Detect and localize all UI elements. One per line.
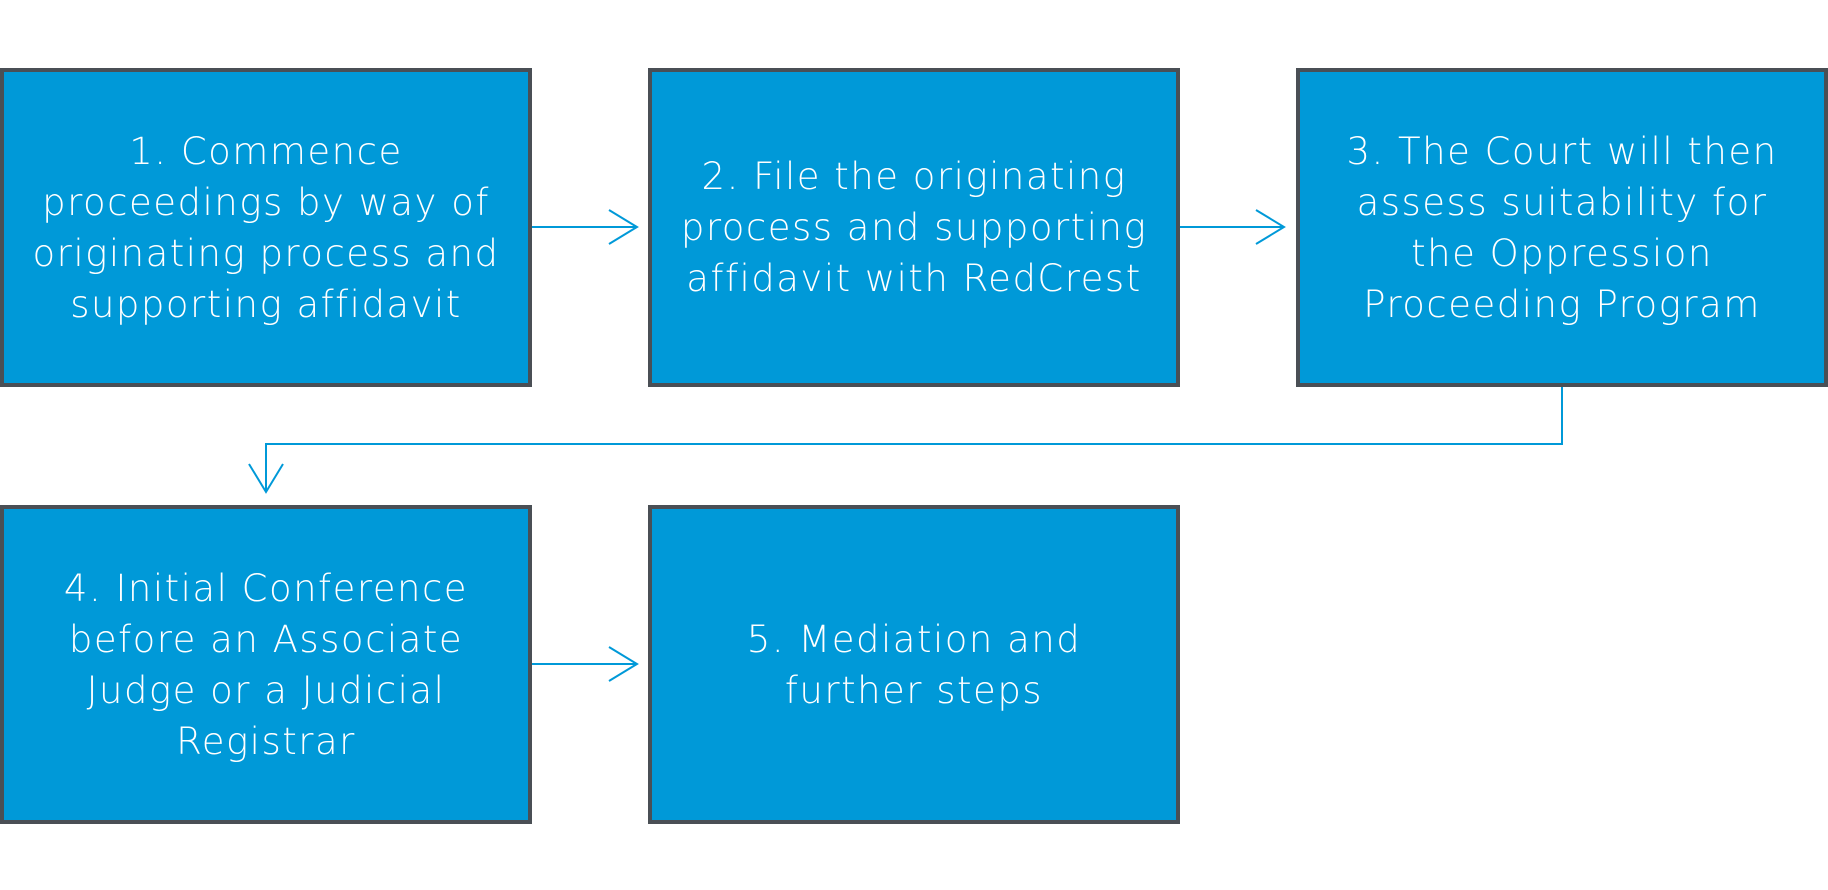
step-1-label: 1. Commence proceedings by way of origin… bbox=[32, 129, 500, 326]
step-2-label: 2. File the originating process and supp… bbox=[680, 155, 1148, 300]
connector-step-1-to-step-2 bbox=[532, 209, 639, 245]
step-3-label: 3. The Court will then assess suitabilit… bbox=[1346, 129, 1778, 326]
step-3-box: 3. The Court will then assess suitabilit… bbox=[1296, 68, 1828, 387]
step-5-label: 5. Mediation and further steps bbox=[746, 617, 1082, 712]
step-2-box: 2. File the originating process and supp… bbox=[648, 68, 1180, 387]
step-4-label: 4. Initial Conference before an Associat… bbox=[63, 566, 469, 763]
step-5-box: 5. Mediation and further steps bbox=[648, 505, 1180, 824]
connector-step-3-to-step-4 bbox=[248, 387, 1563, 494]
connector-step-4-to-step-5 bbox=[532, 646, 639, 682]
connector-step-2-to-step-3 bbox=[1180, 209, 1286, 245]
step-4-box: 4. Initial Conference before an Associat… bbox=[0, 505, 532, 824]
step-1-box: 1. Commence proceedings by way of origin… bbox=[0, 68, 532, 387]
